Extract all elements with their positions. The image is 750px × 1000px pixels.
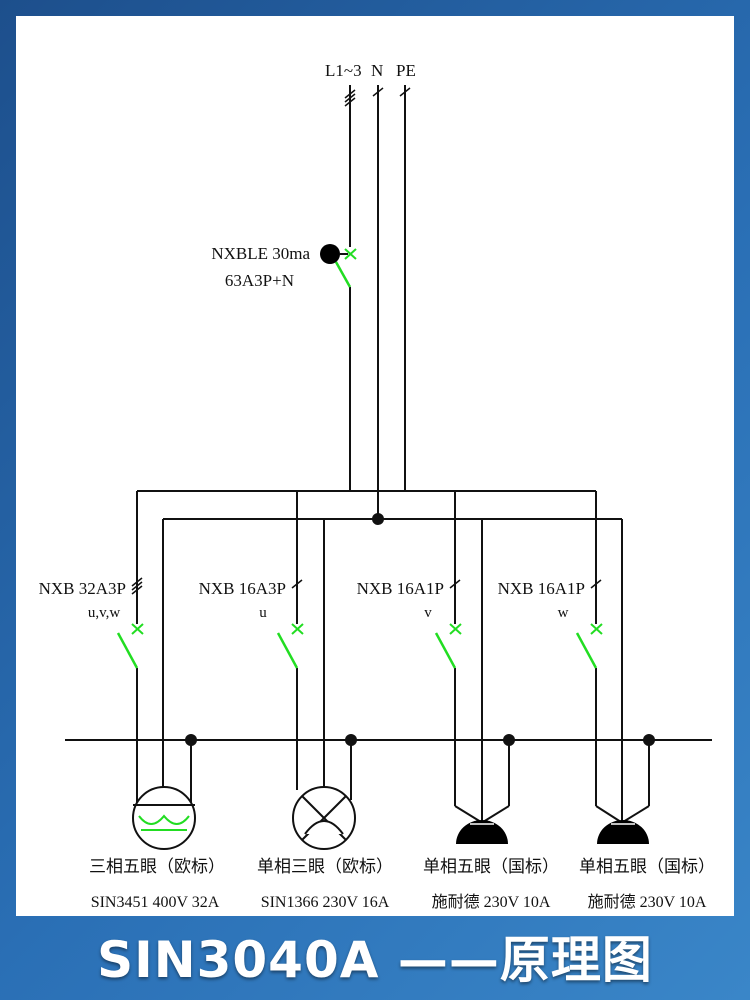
neutral-junction-dot	[372, 513, 384, 525]
main-breaker-model: NXBLE 30ma	[211, 244, 310, 263]
earth-junction-dot-4	[643, 734, 655, 746]
branch4-breaker-label: NXB 16A1P	[498, 579, 585, 598]
branch3-phase-label: v	[424, 605, 432, 621]
branch4-socket-name: 单相五眼（国标）	[579, 857, 715, 877]
branch4-socket-spec: 施耐德 230V 10A	[588, 893, 707, 911]
branch2-breaker-label: NXB 16A3P	[199, 579, 286, 598]
wiring	[65, 85, 712, 823]
main-breaker-rating: 63A3P+N	[225, 271, 294, 290]
branch4-left-lead	[595, 805, 622, 823]
branch3-left-lead	[454, 805, 482, 823]
socket-4-single-phase-icon	[597, 820, 649, 844]
supply-l-label: L1~3	[325, 61, 362, 80]
earth-junction-dot-3	[503, 734, 515, 746]
supply-pe-label: PE	[396, 61, 416, 80]
branch3-breaker-symbol	[434, 623, 462, 669]
branch1-breaker-symbol	[116, 623, 144, 669]
branch3-breaker-label: NXB 16A1P	[357, 579, 444, 598]
earth-junction-dot-1	[185, 734, 197, 746]
schematic-diagram: L1~3 N PE NXBLE 30ma 63A3P+N NXB 32A3P u…	[39, 61, 715, 911]
branch2-socket-name: 单相三眼（欧标）	[257, 857, 393, 877]
branch3-socket-name: 单相五眼（国标）	[423, 857, 559, 877]
branch1-socket-spec: SIN3451 400V 32A	[91, 894, 220, 911]
socket-1-three-phase-icon	[132, 786, 196, 850]
branch1-breaker-label: NXB 32A3P	[39, 579, 126, 598]
conductor-ticks	[131, 87, 602, 595]
branch3-right-lead	[482, 805, 510, 823]
branch4-right-lead	[622, 805, 650, 823]
branch3-socket-spec: 施耐德 230V 10A	[432, 893, 551, 911]
diagram-panel: L1~3 N PE NXBLE 30ma 63A3P+N NXB 32A3P u…	[16, 16, 734, 916]
branch1-phase-label: u,v,w	[88, 605, 121, 621]
rcd-indicator-icon	[320, 244, 340, 264]
main-breaker-symbol	[320, 244, 357, 288]
branch4-breaker-symbol	[575, 623, 603, 669]
branch2-socket-spec: SIN1366 230V 16A	[261, 894, 390, 911]
breaker-contact	[334, 261, 352, 288]
branch4-phase-label: w	[558, 605, 569, 621]
branch2-breaker-symbol	[276, 623, 304, 669]
page-title: SIN3040A ——原理图	[97, 931, 653, 989]
branch2-phase-label: u	[259, 605, 267, 621]
branch-breakers	[116, 623, 603, 669]
socket-2-single-phase-icon	[292, 786, 356, 850]
branch1-socket-name: 三相五眼（欧标）	[89, 857, 225, 877]
socket-3-single-phase-icon	[456, 820, 508, 844]
supply-n-label: N	[371, 61, 383, 80]
junctions	[185, 513, 655, 746]
earth-junction-dot-2	[345, 734, 357, 746]
